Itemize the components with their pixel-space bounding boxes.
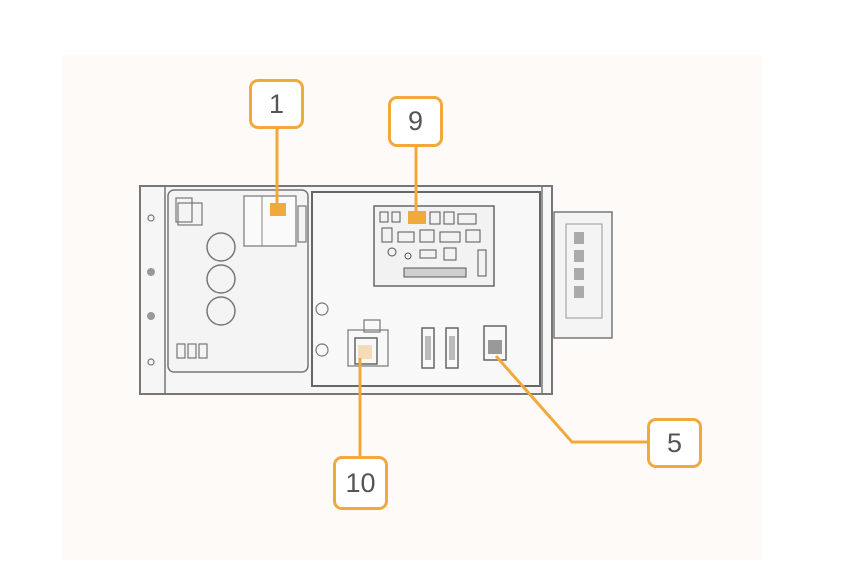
connector-5-body	[483, 325, 507, 361]
leader-line-5	[494, 355, 648, 444]
mount-hole-2	[147, 268, 155, 276]
board-chip-1	[379, 211, 389, 223]
board-ribbon-connector	[403, 267, 467, 278]
side-terminal-1	[574, 232, 584, 244]
fuse-holder-1-inner	[425, 336, 431, 360]
fuse-block-3	[198, 343, 208, 359]
connector-5-plug	[488, 340, 502, 354]
mount-hole-1	[147, 214, 155, 222]
board-dot-1	[387, 247, 397, 257]
callout-10: 10	[333, 456, 388, 510]
board-connector-2	[443, 211, 455, 225]
terminal-block	[177, 202, 203, 226]
fuse-holder-1	[421, 327, 435, 369]
fuse-block-2	[187, 343, 197, 359]
side-terminal-4	[574, 286, 584, 298]
capacitor-3	[206, 296, 236, 326]
relay-tab	[297, 205, 307, 243]
board-component-2	[397, 231, 415, 243]
board-connector-1	[429, 211, 441, 225]
capacitor-1	[206, 232, 236, 262]
left-bracket	[175, 197, 193, 223]
mount-hole-4	[147, 358, 155, 366]
fuse-holder-2	[445, 327, 459, 369]
terminal-10-top	[363, 319, 381, 333]
fuse-block-1	[176, 343, 186, 359]
board-component-3	[419, 229, 435, 243]
callout-1: 1	[249, 79, 304, 129]
board-component-7	[443, 247, 457, 261]
board-connector-3	[457, 213, 477, 225]
callout-9: 9	[388, 96, 443, 147]
board-dot-2	[404, 252, 412, 260]
board-component-5	[465, 229, 481, 243]
mount-hole-3	[147, 312, 155, 320]
terminal-10-body	[354, 337, 378, 365]
relay-highlight	[270, 203, 286, 216]
board-component-1	[381, 227, 393, 243]
board-header-pins	[477, 249, 487, 277]
panel-screw-2	[315, 343, 329, 357]
panel-screw-1	[315, 302, 329, 316]
board-component-6	[419, 249, 437, 259]
side-terminal-3	[574, 268, 584, 280]
capacitor-2	[206, 264, 236, 294]
terminal-10-highlight	[358, 345, 372, 359]
callout-5: 5	[647, 418, 702, 468]
board-chip-2	[391, 211, 401, 223]
board-highlight	[408, 211, 426, 224]
side-terminal-2	[574, 250, 584, 262]
fuse-holder-2-inner	[449, 336, 455, 360]
board-component-4	[439, 231, 461, 243]
side-box-inner	[565, 223, 603, 319]
terminal-10-mount	[347, 329, 389, 367]
